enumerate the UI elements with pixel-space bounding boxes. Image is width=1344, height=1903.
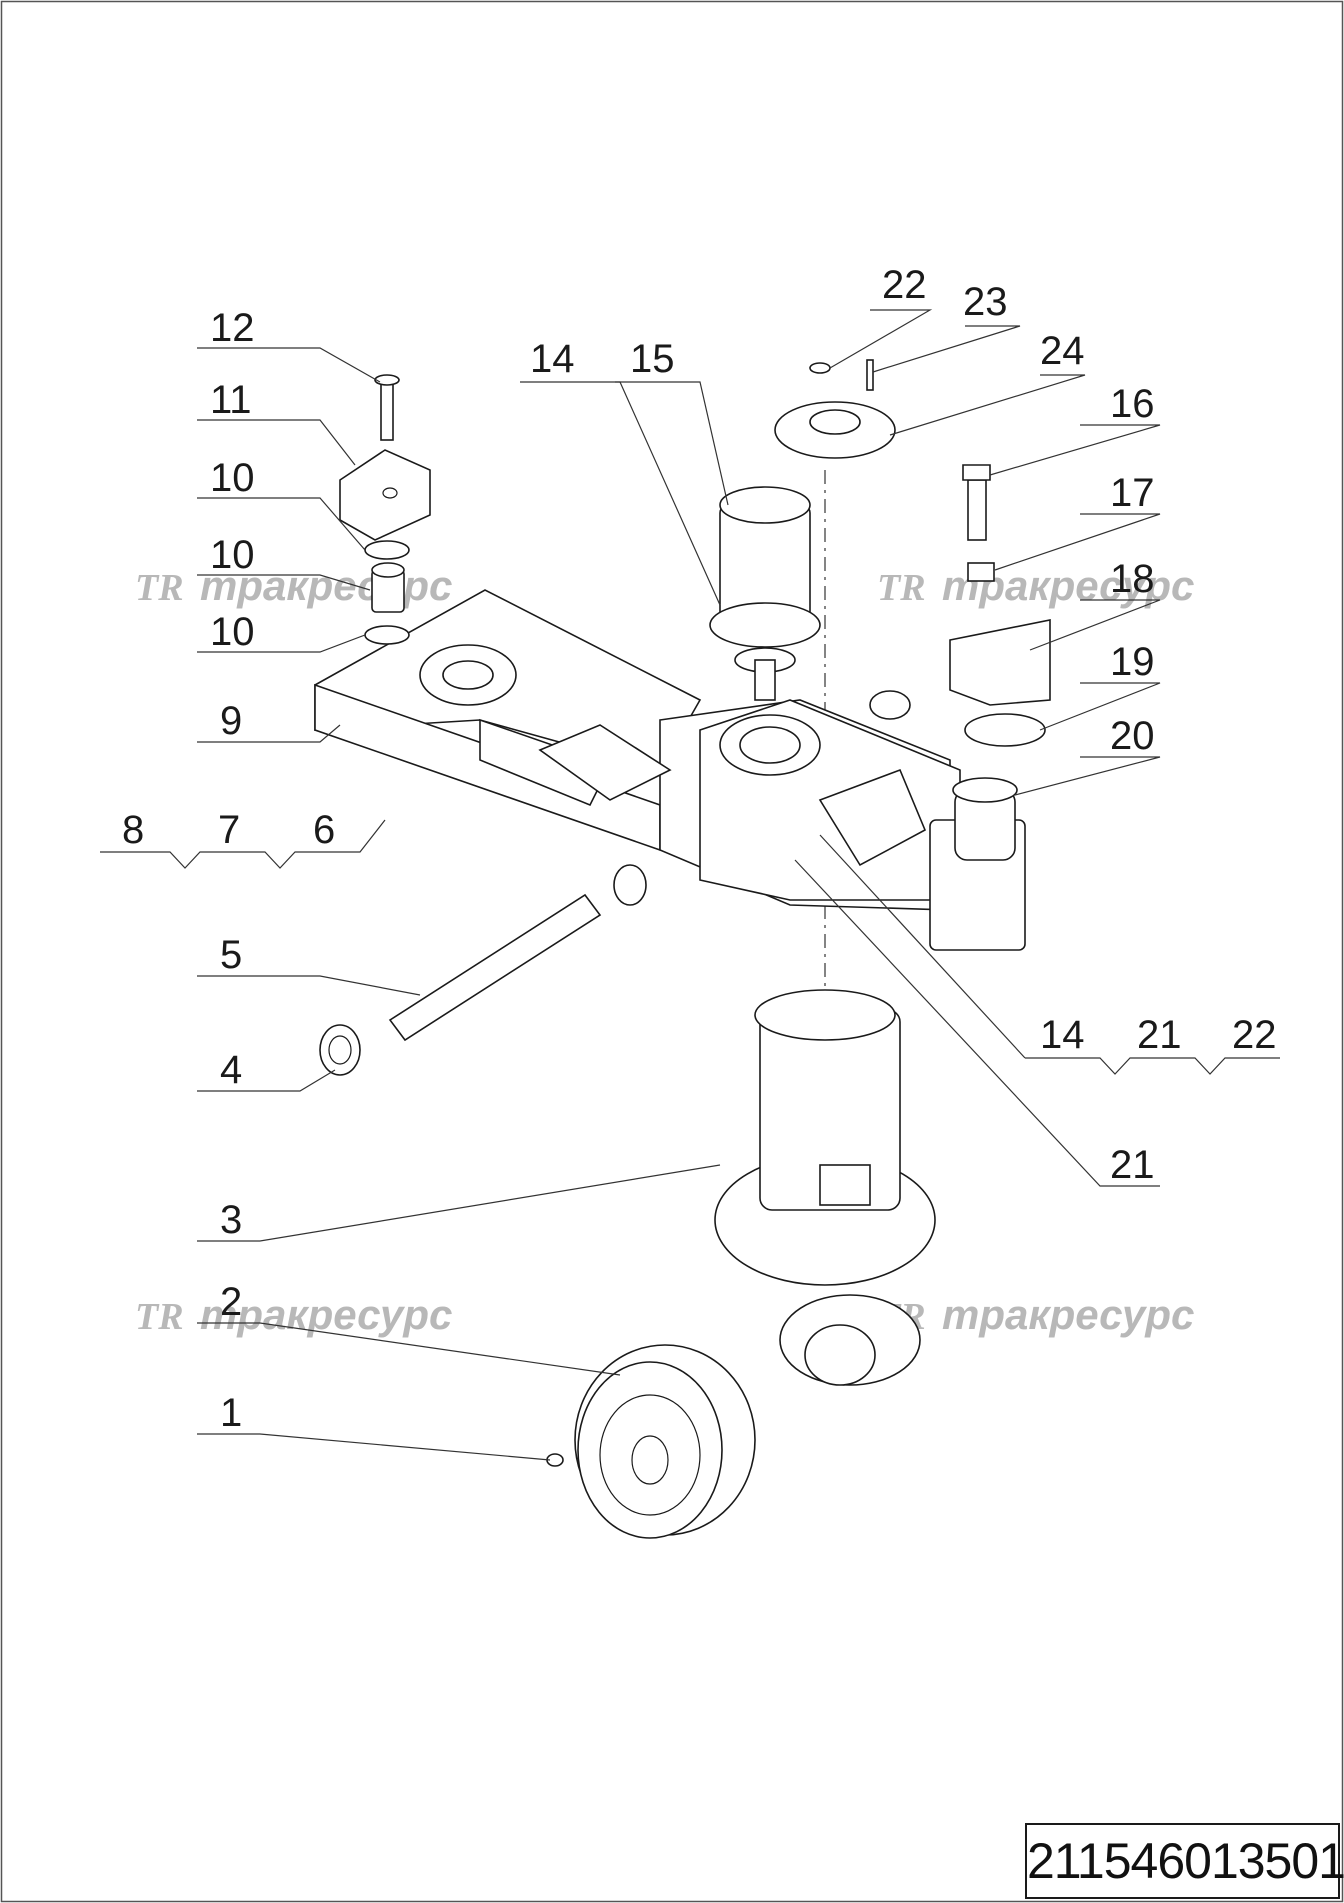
callout-label: 1 bbox=[220, 1391, 242, 1435]
callout-label: 10 bbox=[210, 610, 255, 654]
callout-label: 20 bbox=[1110, 714, 1155, 758]
callout-label: 14 bbox=[1040, 1013, 1085, 1057]
document-number-box: 211546013501 bbox=[1025, 1823, 1344, 1899]
callout-label: 16 bbox=[1110, 382, 1155, 426]
callout-label: 5 bbox=[220, 933, 242, 977]
callout-label: 2 bbox=[220, 1280, 242, 1324]
brake-cap-part bbox=[774, 359, 896, 459]
callout-label: 23 bbox=[963, 280, 1008, 324]
callout-label: 19 bbox=[1110, 640, 1155, 684]
callout-label: 18 bbox=[1110, 557, 1155, 601]
callout-label: 6 bbox=[313, 808, 335, 852]
callout-label: 7 bbox=[218, 808, 240, 852]
bracket-assembly bbox=[339, 374, 431, 645]
watermark-text: тракресурс bbox=[200, 562, 452, 609]
spring-assembly bbox=[869, 464, 1051, 861]
watermark-text: тракресурс bbox=[942, 1291, 1194, 1338]
callout-labels: 12 11 10 10 10 9 8 7 6 5 4 3 2 1 14 15 2… bbox=[122, 263, 1277, 1435]
watermark-logo: TR bbox=[135, 567, 184, 609]
callout-label: 11 bbox=[210, 378, 252, 422]
callout-label: 17 bbox=[1110, 471, 1155, 515]
shaft-part bbox=[319, 893, 602, 1076]
watermark-text: тракресурс bbox=[200, 1291, 452, 1338]
callout-label: 8 bbox=[122, 808, 144, 852]
callout-label: 10 bbox=[210, 533, 255, 577]
leader-lines bbox=[100, 309, 1280, 1461]
callout-label: 10 bbox=[210, 456, 255, 500]
callout-label: 22 bbox=[1232, 1013, 1277, 1057]
callout-label: 12 bbox=[210, 306, 255, 350]
callout-label: 21 bbox=[1137, 1013, 1182, 1057]
callout-label: 3 bbox=[220, 1198, 242, 1242]
watermark-logo: TR bbox=[877, 567, 926, 609]
callout-label: 4 bbox=[220, 1048, 242, 1092]
callout-label: 24 bbox=[1040, 329, 1085, 373]
callout-label: 14 bbox=[530, 337, 575, 381]
watermark-logo: TR bbox=[135, 1296, 184, 1338]
callout-label: 21 bbox=[1110, 1143, 1155, 1187]
drive-unit-part bbox=[714, 989, 936, 1286]
callout-label: 22 bbox=[882, 263, 927, 307]
wheel-part bbox=[546, 1294, 921, 1539]
motor-part bbox=[709, 486, 821, 701]
document-number: 211546013501 bbox=[1027, 1833, 1344, 1889]
watermark: TR тракресурс TR тракресурс TR тракресур… bbox=[135, 562, 1194, 1338]
frame-part bbox=[314, 589, 1026, 951]
callout-label: 9 bbox=[220, 699, 242, 743]
callout-label: 15 bbox=[630, 337, 675, 381]
